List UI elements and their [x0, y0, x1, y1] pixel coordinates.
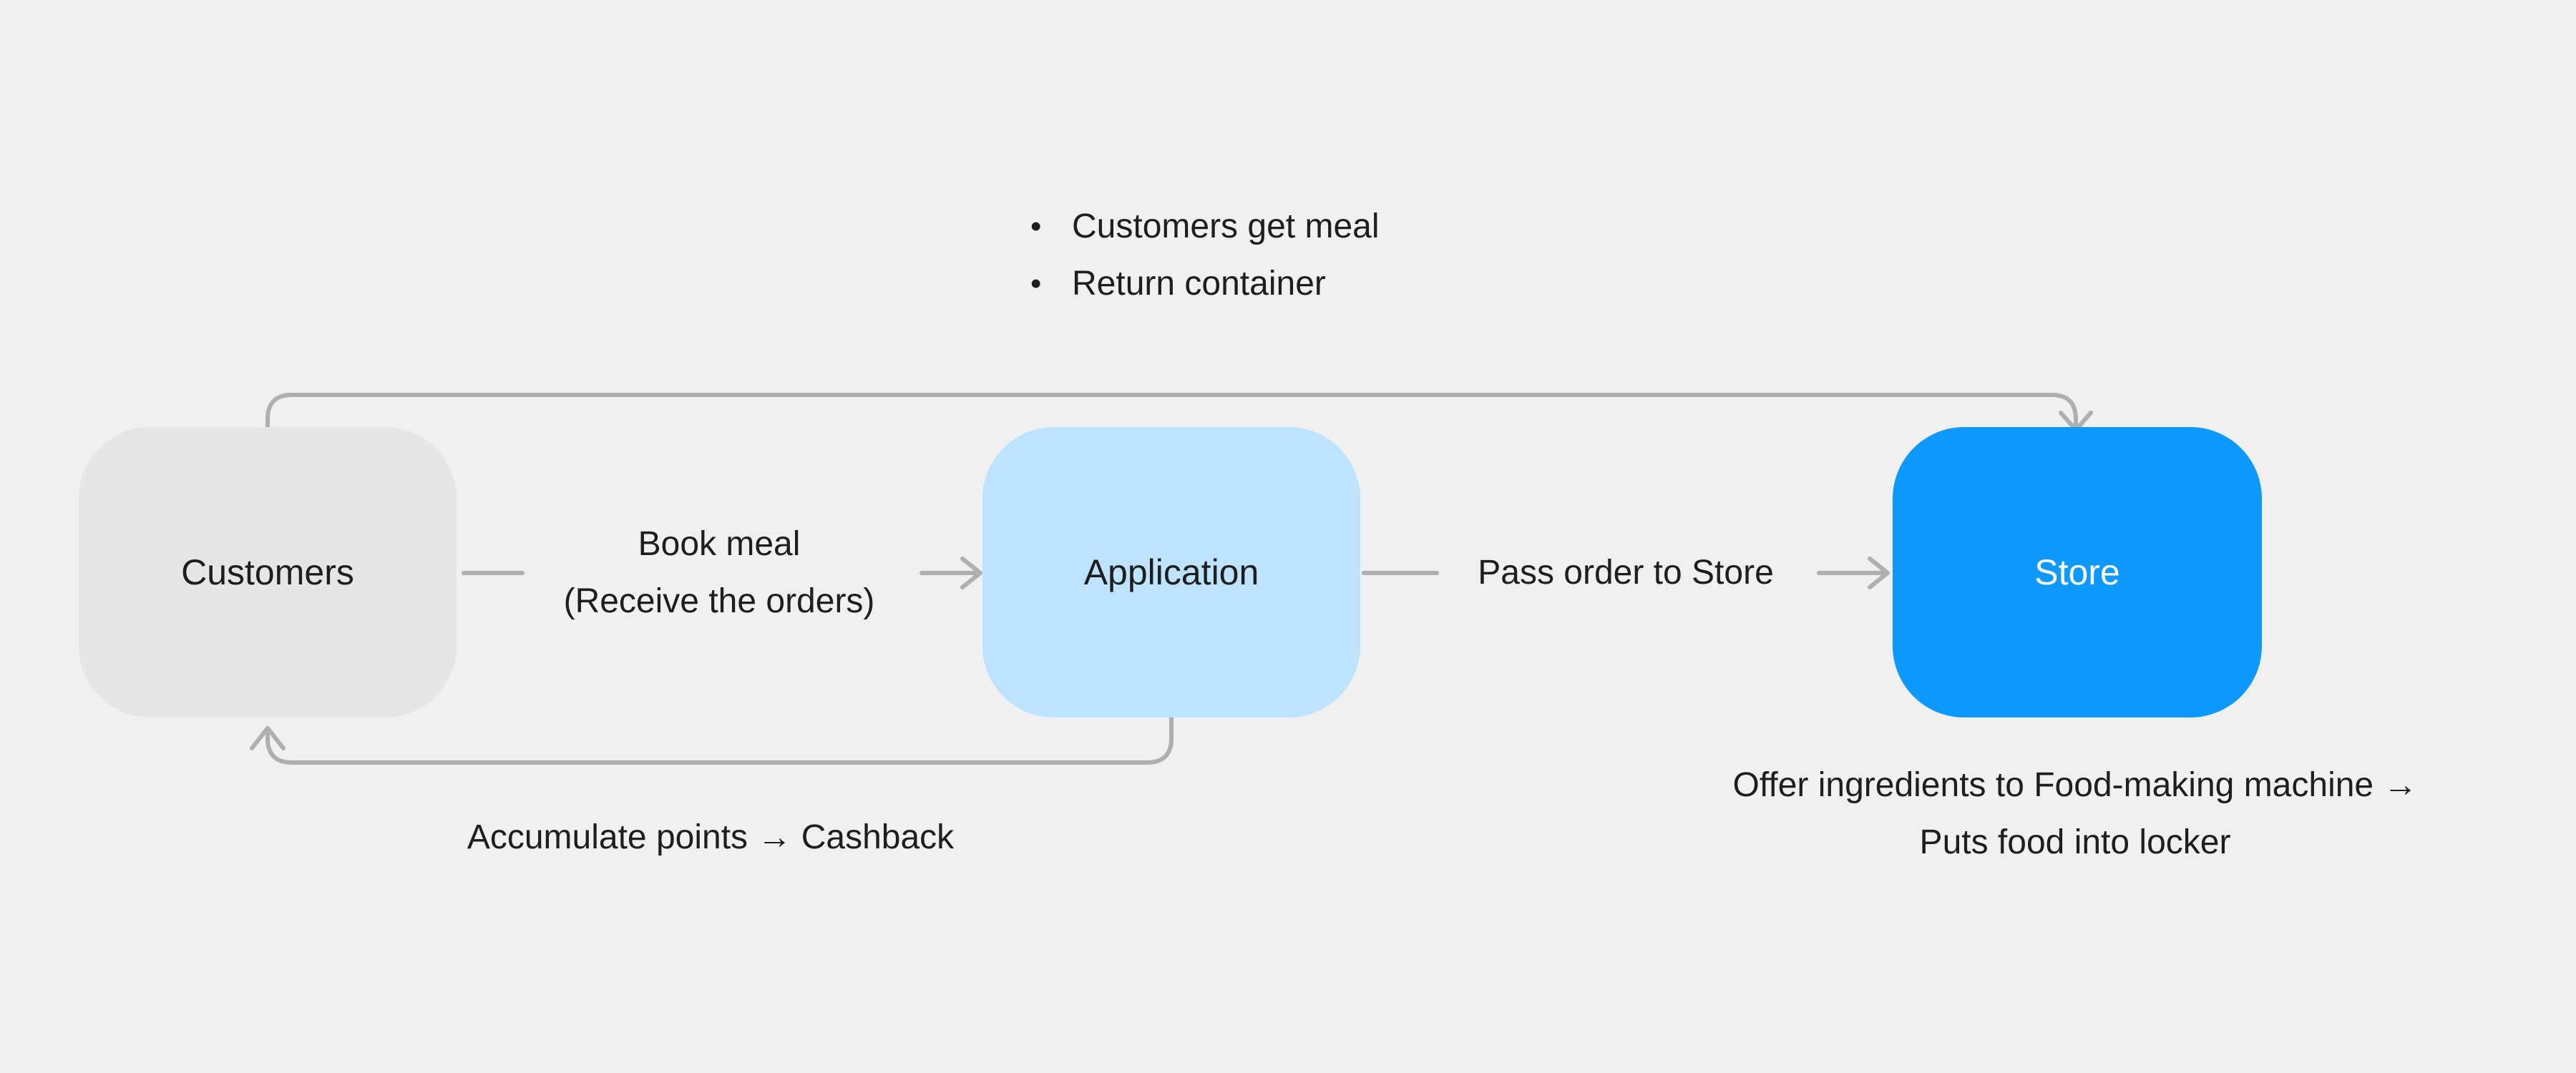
- node-customers: Customers: [79, 427, 457, 717]
- connector-bottom-loop: [250, 713, 1174, 765]
- node-application: Application: [982, 427, 1360, 717]
- edge-label-book-meal: Book meal (Receive the orders): [564, 516, 875, 630]
- bullet-item: • Customers get meal: [1030, 198, 1380, 255]
- bullet-text: Customers get meal: [1072, 207, 1380, 245]
- connector-bottom-loop-line: [265, 713, 1174, 765]
- edge-label-book-meal-line2: (Receive the orders): [563, 582, 875, 620]
- bullet-dot-icon: •: [1030, 209, 1042, 244]
- top-loop-bullet-list: • Customers get meal • Return container: [1030, 198, 1380, 313]
- connector-pass-order: [1362, 557, 1890, 589]
- connector-book-meal: [462, 557, 982, 589]
- node-store-label: Store: [2034, 552, 2120, 592]
- edge-label-cashback: Accumulate points → Cashback: [467, 818, 955, 856]
- store-note-line1: Offer ingredients to Food-making machine…: [1732, 766, 2418, 804]
- edge-label-book-meal-line1: Book meal: [638, 525, 801, 563]
- connector-top-loop-line: [265, 393, 2078, 430]
- node-customers-label: Customers: [181, 552, 354, 592]
- node-application-label: Application: [1083, 552, 1259, 592]
- store-note: Offer ingredients to Food-making machine…: [1733, 757, 2418, 871]
- arrowhead-up-icon: [250, 726, 286, 750]
- edge-label-pass-order: Pass order to Store: [1478, 554, 1774, 592]
- connector-top-loop: [265, 393, 2093, 432]
- bullet-dot-icon: •: [1030, 266, 1042, 301]
- node-store: Store: [1893, 427, 2262, 717]
- bullet-item: • Return container: [1030, 255, 1380, 313]
- store-note-line2: Puts food into locker: [1919, 823, 2231, 861]
- arrowhead-right-icon: [1868, 557, 1890, 589]
- arrowhead-right-icon: [960, 557, 982, 589]
- bullet-text: Return container: [1072, 265, 1326, 303]
